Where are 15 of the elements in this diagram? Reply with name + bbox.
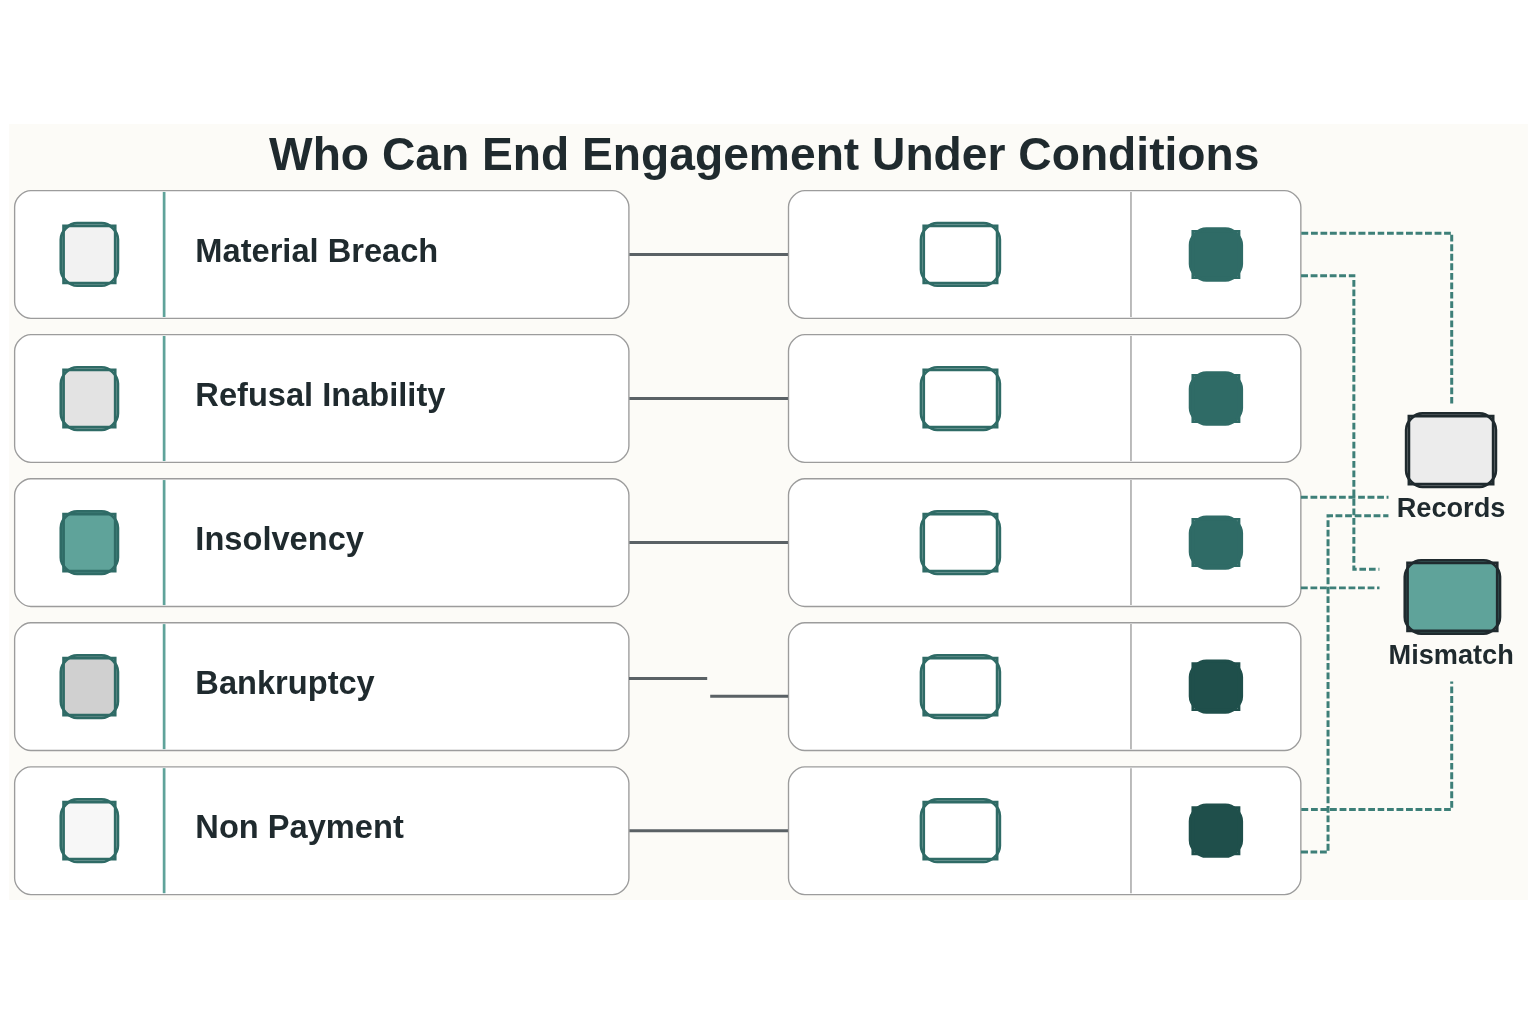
connector [628, 397, 788, 400]
connector [628, 677, 707, 680]
connector [1300, 681, 1453, 811]
connector [709, 694, 788, 698]
connector [628, 252, 788, 256]
connector [628, 541, 788, 545]
connector [1300, 231, 1453, 404]
connector [1300, 495, 1388, 499]
node-label: Mismatch [1388, 638, 1514, 670]
node-label: Records [1396, 491, 1505, 523]
connector [628, 829, 788, 833]
connector [1300, 274, 1379, 571]
diagram-title: Who Can End Engagement Under Conditions [268, 128, 1260, 181]
connector [1300, 514, 1388, 854]
connector [1300, 586, 1379, 590]
